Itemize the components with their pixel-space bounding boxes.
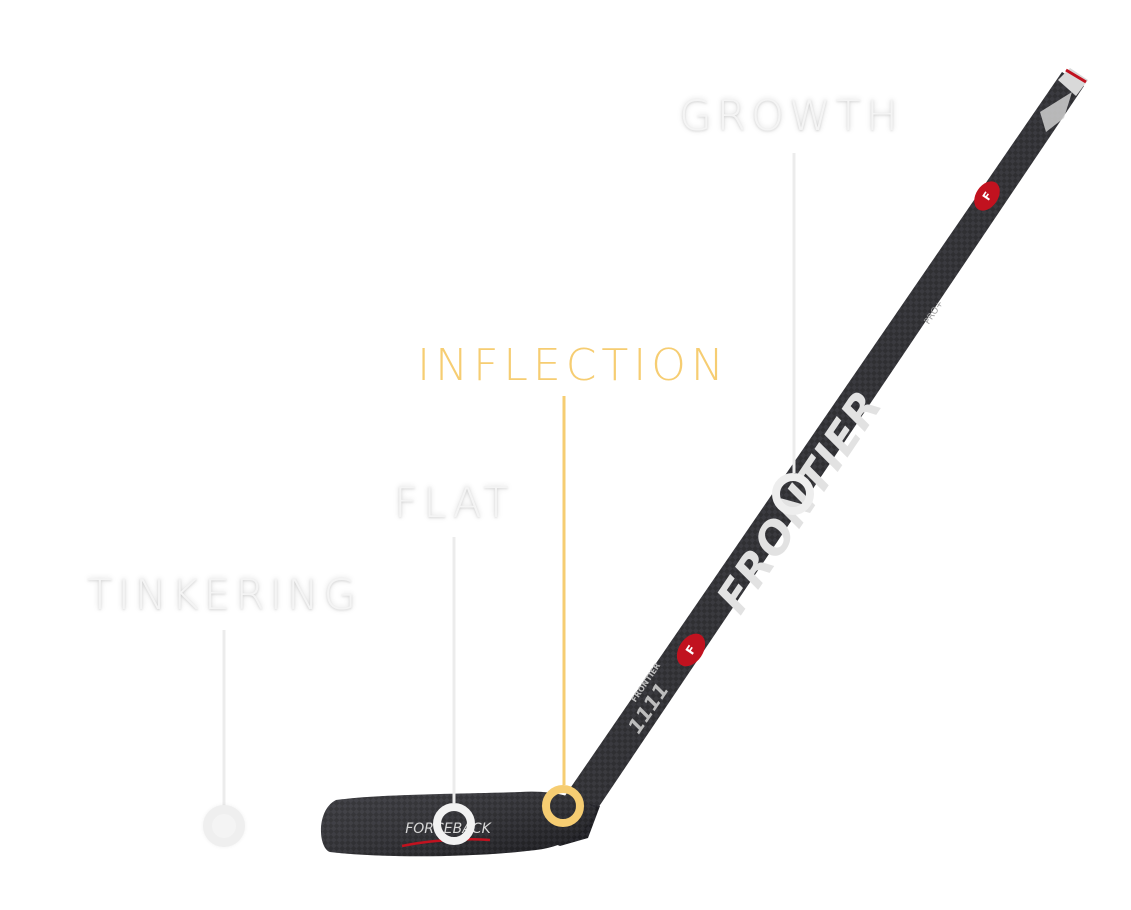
stage-connector-flat [452, 537, 456, 803]
stage-marker-inflection[interactable] [542, 785, 584, 827]
shaft-lower-logo: F [676, 633, 706, 667]
stage-connector-tinkering [222, 630, 226, 808]
shaft-upper-logo: F [974, 181, 1000, 211]
stick-butt-end [1058, 68, 1088, 96]
stage-marker-tinkering[interactable] [203, 805, 245, 847]
stick-grip-texture [1040, 92, 1072, 132]
stage-label-flat: FLAT [394, 478, 514, 527]
stage-label-growth: GROWTH [679, 91, 903, 140]
stage-label-tinkering: TINKERING [86, 570, 362, 619]
stage-label-inflection: INFLECTION [417, 340, 729, 391]
stage-connector-inflection [562, 396, 566, 785]
stick-butt-end-edge [1065, 68, 1087, 84]
stage-marker-flat[interactable] [433, 803, 475, 845]
stage-connector-growth [792, 153, 796, 473]
stage-marker-growth[interactable] [772, 473, 814, 515]
